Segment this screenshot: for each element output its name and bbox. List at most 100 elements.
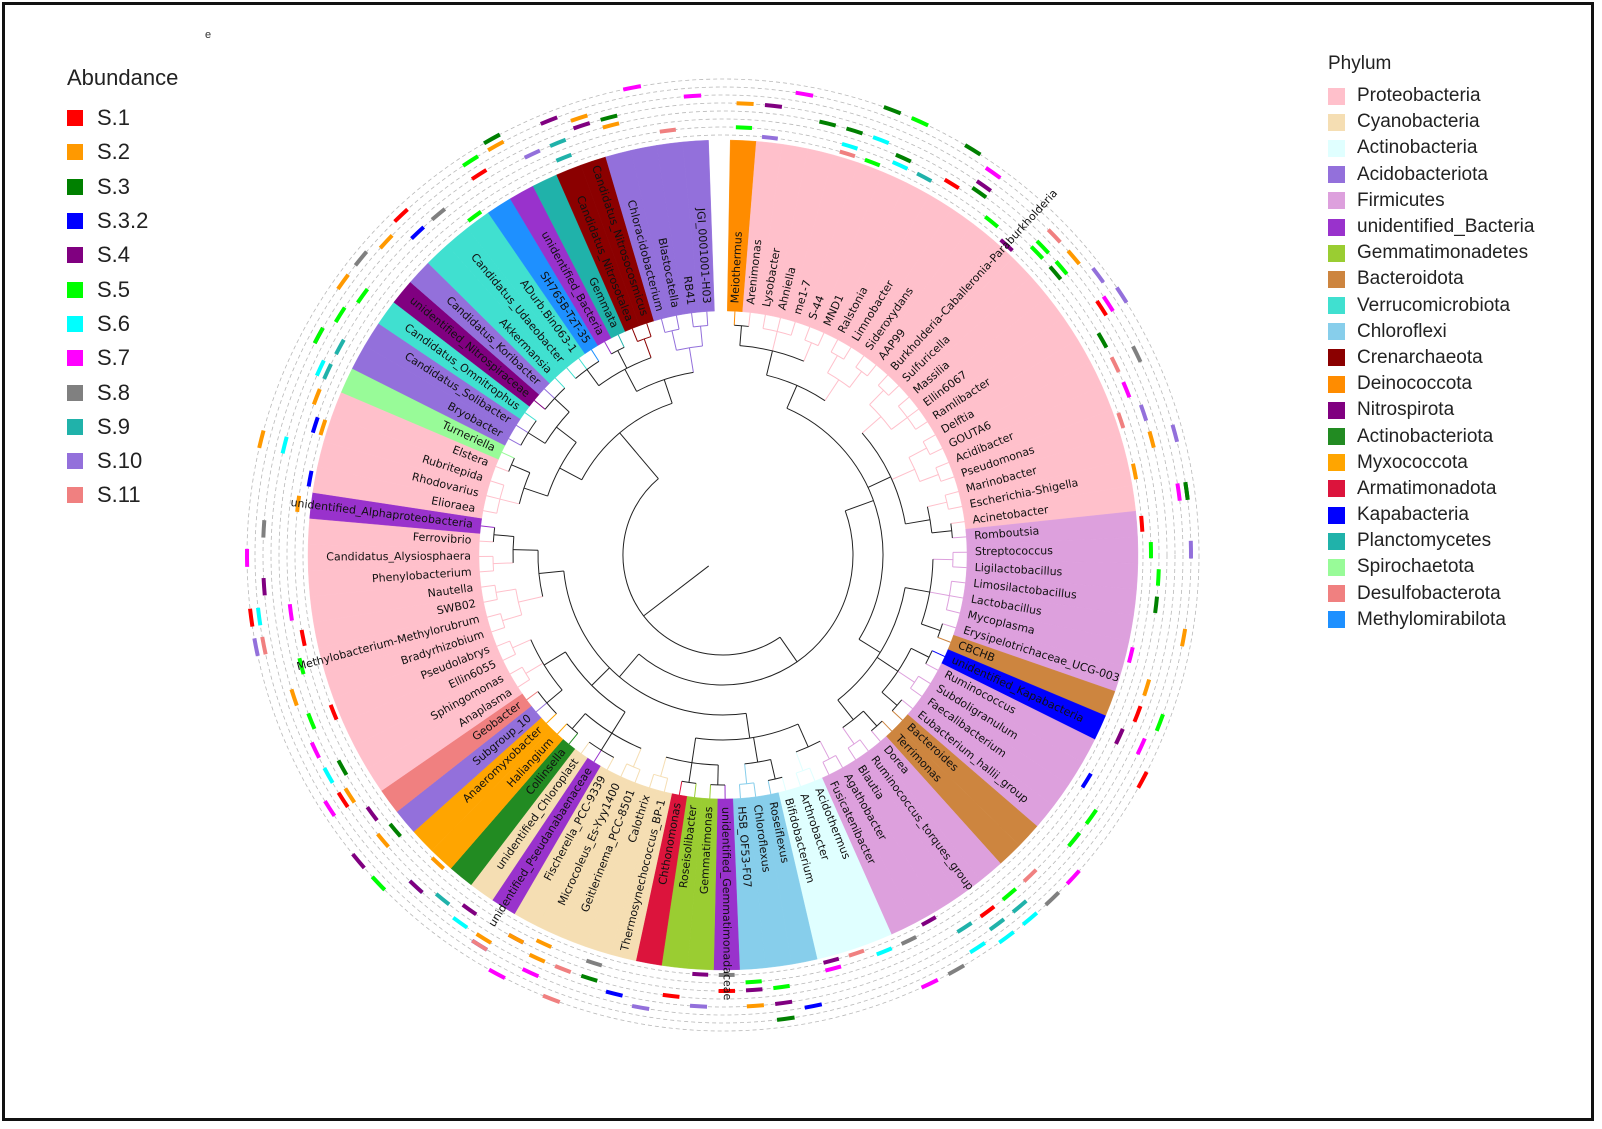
abundance-bar bbox=[343, 787, 357, 804]
tree-branch bbox=[480, 525, 495, 529]
genus-label: Gemmatimonas bbox=[698, 806, 716, 895]
phylum-legend-swatch bbox=[1328, 349, 1345, 367]
tree-branch bbox=[706, 311, 709, 326]
abundance-bar bbox=[323, 800, 337, 818]
abundance-ring bbox=[278, 110, 1168, 1000]
genus-label: Meiothermus bbox=[728, 231, 745, 304]
abundance-bar bbox=[1022, 868, 1038, 883]
abundance-bar bbox=[998, 930, 1015, 945]
abundance-bar bbox=[692, 971, 709, 977]
tree-branch bbox=[533, 400, 546, 410]
tree-branch bbox=[935, 461, 949, 469]
abundance-legend-label: S.6 bbox=[97, 310, 131, 336]
abundance-ring bbox=[286, 118, 1160, 992]
abundance-bar bbox=[311, 388, 322, 406]
abundance-bar bbox=[718, 972, 735, 977]
tree-branch bbox=[517, 679, 530, 688]
tree-branch bbox=[499, 498, 520, 505]
tree-branch bbox=[482, 510, 497, 514]
tree-branch bbox=[688, 762, 693, 783]
phylum-legend-item: Desulfobacterota bbox=[1328, 581, 1534, 607]
tree-branch bbox=[508, 438, 522, 446]
tree-branch bbox=[479, 570, 494, 573]
abundance-bar bbox=[1121, 381, 1132, 399]
tree-branch bbox=[509, 666, 523, 675]
genus-label: JGI_0001001-H03 bbox=[694, 207, 713, 304]
abundance-legend-item: S.3 bbox=[67, 170, 178, 204]
abundance-bar bbox=[910, 116, 929, 128]
abundance-legend-swatch bbox=[67, 144, 83, 161]
abundance-bar bbox=[818, 119, 837, 128]
abundance-legend-label: S.8 bbox=[97, 379, 131, 405]
tree-branch bbox=[776, 317, 781, 332]
tree-branch bbox=[931, 650, 946, 657]
tree-branch bbox=[546, 689, 563, 704]
phylum-legend-item: Acidobacteriota bbox=[1328, 162, 1534, 188]
abundance-bar bbox=[334, 338, 346, 356]
tree-branch bbox=[795, 767, 810, 774]
tree-branch bbox=[918, 675, 931, 685]
phylum-legend-swatch bbox=[1328, 166, 1345, 184]
tree-branch bbox=[525, 662, 544, 674]
tree-branch bbox=[649, 774, 655, 788]
tree-branch bbox=[709, 784, 712, 799]
abundance-bar bbox=[507, 932, 525, 945]
abundance-bar bbox=[280, 436, 289, 454]
phylum-legend-label: Armatimonadota bbox=[1357, 477, 1497, 499]
phylum-legend-label: Kapabacteria bbox=[1357, 504, 1469, 526]
tree-branch bbox=[910, 687, 923, 697]
phylum-legend-swatch bbox=[1328, 192, 1345, 210]
tree-branch bbox=[617, 350, 628, 369]
tree-branch bbox=[600, 732, 613, 751]
abundance-bar bbox=[848, 948, 865, 958]
tree-branch bbox=[753, 737, 759, 763]
tree-branch bbox=[907, 408, 919, 418]
abundance-bar bbox=[570, 113, 588, 123]
tree-branch bbox=[910, 647, 930, 658]
abundance-legend-label: S.11 bbox=[97, 482, 141, 508]
tree-branch bbox=[891, 417, 908, 430]
tree-branch bbox=[618, 653, 640, 678]
tree-branch bbox=[554, 377, 566, 389]
abundance-bar bbox=[947, 963, 966, 976]
abundance-bar bbox=[542, 993, 561, 1005]
tree-branch bbox=[920, 559, 934, 625]
abundance-bar bbox=[310, 416, 320, 434]
abundance-bar bbox=[256, 607, 263, 626]
abundance-legend-label: S.3.2 bbox=[97, 208, 149, 234]
abundance-bar bbox=[631, 1003, 650, 1012]
tree-branch bbox=[855, 366, 868, 377]
tree-branch bbox=[861, 432, 906, 525]
tree-branch bbox=[486, 495, 501, 500]
genus-label: Streptococcus bbox=[975, 544, 1053, 558]
tree-branch bbox=[738, 784, 741, 799]
abundance-bar bbox=[839, 149, 856, 159]
abundance-bar bbox=[1011, 899, 1028, 914]
abundance-bar bbox=[245, 548, 250, 567]
tree-branch bbox=[921, 623, 941, 632]
abundance-bar bbox=[1109, 356, 1121, 373]
tree-branch bbox=[944, 491, 959, 496]
abundance-legend-item: S.8 bbox=[67, 375, 178, 409]
tree-branch bbox=[869, 389, 884, 405]
abundance-bar bbox=[1001, 887, 1018, 902]
abundance-legend-item: S.6 bbox=[67, 307, 178, 341]
tree-branch bbox=[512, 639, 532, 649]
tree-branch bbox=[495, 465, 509, 472]
tree-branch bbox=[494, 585, 498, 600]
abundance-bar bbox=[1048, 265, 1063, 281]
tree-branch bbox=[786, 407, 884, 640]
tree-branch bbox=[671, 330, 677, 351]
tree-branch bbox=[940, 476, 955, 482]
tree-branch bbox=[858, 638, 881, 653]
tree-branch bbox=[620, 763, 628, 777]
abundance-bar bbox=[257, 430, 266, 449]
tree-branch bbox=[688, 347, 694, 373]
abundance-bar bbox=[773, 983, 790, 991]
abundance-bar bbox=[452, 916, 469, 930]
tree-branch bbox=[937, 623, 943, 638]
tree-branches bbox=[479, 311, 967, 799]
tree-branch bbox=[822, 761, 830, 776]
